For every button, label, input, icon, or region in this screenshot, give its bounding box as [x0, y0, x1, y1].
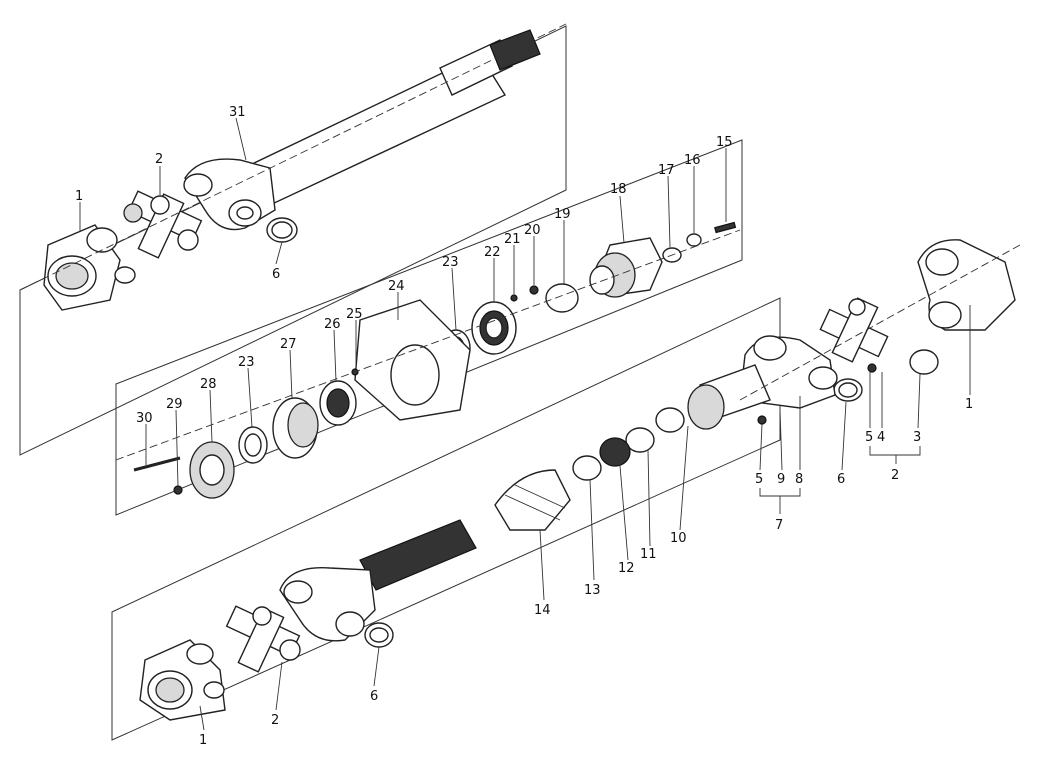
bolt-15 [714, 221, 737, 234]
callout-18: 18 [610, 182, 627, 197]
callout-20: 20 [524, 223, 541, 238]
callout-14: 14 [534, 603, 551, 618]
callout-8: 8 [795, 472, 803, 487]
callout-labels: 31 2 1 6 15 16 17 18 19 20 21 22 23 24 2… [75, 105, 973, 748]
grease-fitting-5 [757, 415, 767, 425]
upper-shaft-spline [489, 29, 541, 71]
nut-20 [529, 285, 539, 295]
callout-17: 17 [658, 163, 675, 178]
center-bearing-support-18 [589, 237, 663, 298]
lower-flange-yoke-1 [139, 639, 226, 721]
seal-23-left [238, 426, 268, 464]
bolt-30 [133, 456, 181, 472]
callout-26: 26 [324, 317, 341, 332]
snap-ring-6-right [833, 378, 863, 402]
bushing-19 [545, 283, 579, 313]
callout-15: 15 [716, 135, 733, 150]
bearing-22 [471, 301, 517, 355]
callout-3: 3 [913, 430, 921, 445]
callout-27: 27 [280, 337, 297, 352]
callout-6-lower: 6 [370, 689, 378, 704]
bracket-plate-24 [354, 299, 471, 421]
callout-4: 4 [877, 430, 885, 445]
bearing-26 [319, 380, 357, 426]
middle-axis-line [115, 229, 741, 461]
lower-propeller-shaft [359, 519, 477, 591]
callout-21: 21 [504, 232, 521, 247]
callout-1-right: 1 [965, 397, 973, 412]
splined-sleeve-10 [687, 384, 725, 430]
callout-30: 30 [136, 411, 153, 426]
callout-1-lower: 1 [199, 733, 207, 748]
callout-13: 13 [584, 583, 601, 598]
seal-12 [599, 437, 631, 467]
washer-16 [686, 233, 702, 247]
callout-29: 29 [166, 397, 183, 412]
right-axis-line [739, 244, 1021, 401]
callout-1-upper: 1 [75, 189, 83, 204]
upper-snap-ring-6 [266, 217, 298, 243]
bearing-cup-3 [909, 349, 939, 375]
lower-panel-frame [111, 297, 781, 741]
washer-21 [510, 294, 518, 302]
sleeve-yoke-8 [699, 335, 838, 421]
lower-snap-ring-6 [364, 622, 394, 648]
callout-6-upper: 6 [272, 267, 280, 282]
lower-universal-joint-cross-2 [225, 605, 301, 673]
callout-22: 22 [484, 245, 501, 260]
callout-31: 31 [229, 105, 246, 120]
upper-propeller-shaft [249, 29, 541, 206]
upper-axis-line [19, 23, 567, 291]
callout-28: 28 [200, 377, 217, 392]
callout-5-sleeve: 5 [755, 472, 763, 487]
callout-16: 16 [684, 153, 701, 168]
lower-slip-yoke [279, 566, 376, 642]
middle-panel-frame [115, 139, 743, 516]
callout-10: 10 [670, 531, 687, 546]
callout-25: 25 [346, 307, 363, 322]
right-universal-joint-cross-2 [819, 297, 889, 363]
upper-flange-yoke-1 [43, 224, 136, 311]
callout-leaders [79, 117, 971, 731]
callout-6-right: 6 [837, 472, 845, 487]
callout-19: 19 [554, 207, 571, 222]
callout-23-left: 23 [238, 355, 255, 370]
callout-12: 12 [618, 561, 635, 576]
callout-2-right: 2 [891, 468, 899, 483]
needle-bearing-4 [867, 363, 877, 373]
callout-2-upper: 2 [155, 152, 163, 167]
upper-universal-joint-cross-2 [123, 190, 203, 259]
callout-9: 9 [777, 472, 785, 487]
grease-nipple-29 [173, 485, 183, 495]
callout-23-right: 23 [442, 255, 459, 270]
right-flange-yoke-1 [917, 239, 1016, 331]
callout-11: 11 [640, 547, 657, 562]
callout-7: 7 [775, 518, 783, 533]
boot-14 [494, 469, 571, 531]
callout-2-lower: 2 [271, 713, 279, 728]
callout-5-right: 5 [865, 430, 873, 445]
seal-ring-11-13 [572, 407, 685, 481]
callout-24: 24 [388, 279, 405, 294]
rubber-cushion-27 [272, 397, 319, 459]
cap-28 [189, 441, 235, 499]
